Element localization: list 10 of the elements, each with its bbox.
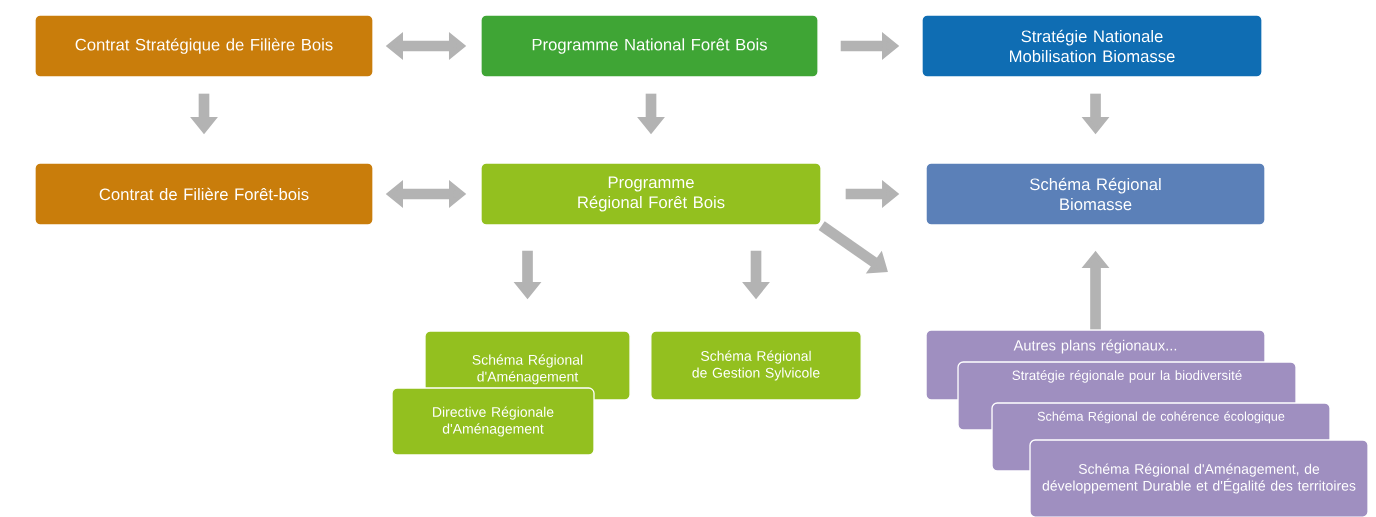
- plan-box: Contrat Stratégique de Filière Bois: [34, 14, 374, 78]
- plan-box: Contrat de Filière Forêt-bois: [34, 162, 374, 226]
- plan-box: Stratégie Nationale Mobilisation Biomasse: [921, 14, 1263, 78]
- plan-box: Schéma Régional Biomasse: [925, 162, 1266, 226]
- plan-box: Directive Régionale d'Aménagement: [391, 387, 595, 456]
- block-arrow: [818, 221, 888, 274]
- plan-box: Programme Régional Forêt Bois: [480, 162, 822, 226]
- plan-box: Schéma Régional de Gestion Sylvicole: [650, 330, 862, 401]
- plan-box: Programme National Forêt Bois: [480, 14, 819, 78]
- plan-box: Schéma Régional d'Aménagement, de développement Durable et d'Égalité des territoires: [1029, 439, 1369, 517]
